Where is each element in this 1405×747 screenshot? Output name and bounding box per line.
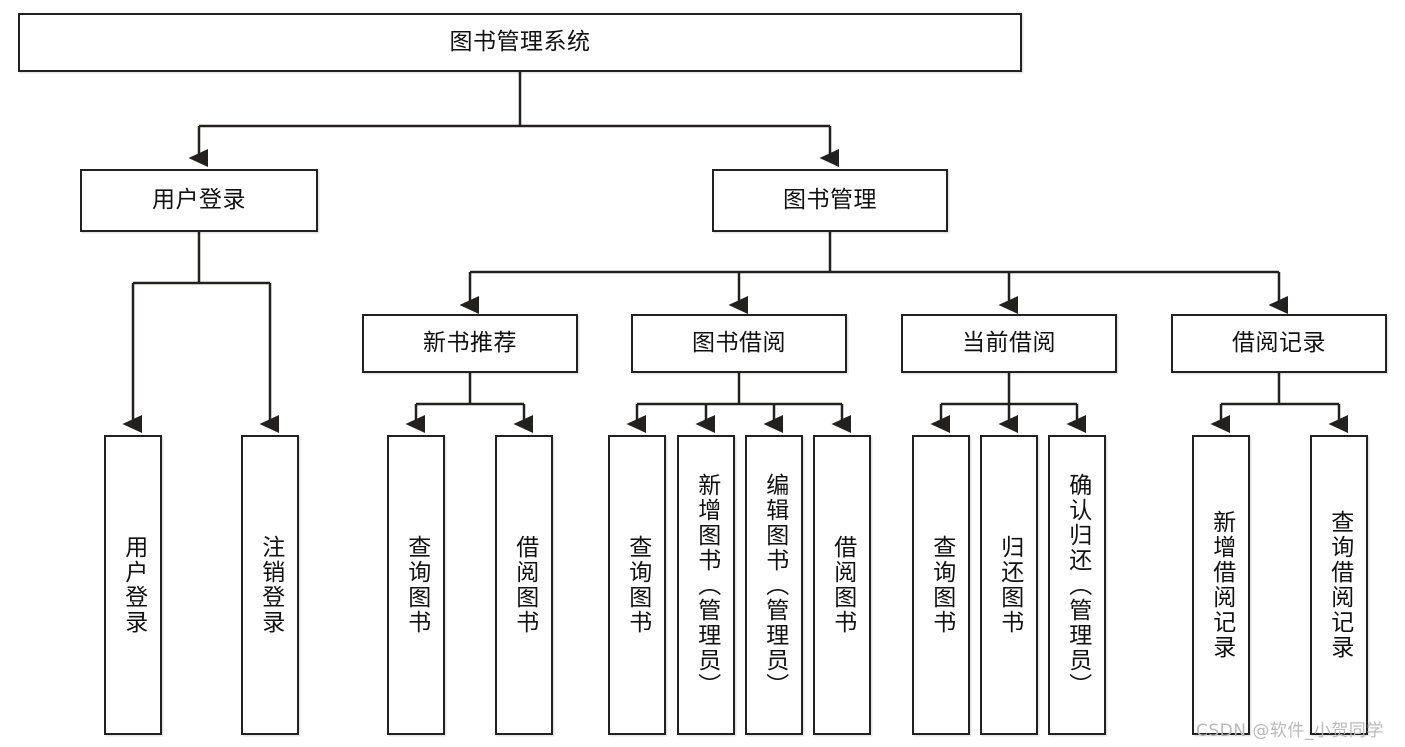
leaf-label: 新增图书（管理员） [693,472,720,698]
leaf-add-borrow-record[interactable]: 新增借阅记录 [1192,435,1250,735]
leaf-borrow-book[interactable]: 借阅图书 [813,435,871,735]
node-book-management[interactable]: 图书管理 [712,169,948,232]
leaf-label: 查询图书 [624,535,651,635]
node-book-borrowing[interactable]: 图书借阅 [631,314,847,373]
leaf-label: 借阅图书 [829,535,856,635]
leaf-query-book-current[interactable]: 查询图书 [912,435,970,735]
leaf-label: 确认归还（管理员） [1064,472,1091,698]
node-label: 图书借阅 [692,329,786,356]
leaf-label: 编辑图书（管理员） [761,472,788,698]
leaf-query-book-borrow[interactable]: 查询图书 [608,435,666,735]
leaf-query-book-new-rec[interactable]: 查询图书 [387,435,445,735]
node-borrowing-records[interactable]: 借阅记录 [1171,314,1387,373]
node-label: 图书管理 [783,186,877,213]
node-label: 当前借阅 [962,329,1056,356]
node-new-book-recommendation[interactable]: 新书推荐 [362,314,578,373]
leaf-label: 借阅图书 [511,535,538,635]
leaf-label: 新增借阅记录 [1208,510,1235,660]
leaf-label: 查询图书 [928,535,955,635]
leaf-label: 注销登录 [257,535,284,635]
leaf-add-book[interactable]: 新增图书（管理员） [677,435,735,735]
node-label: 用户登录 [152,186,246,213]
leaf-label: 归还图书 [996,535,1023,635]
node-book-management-system[interactable]: 图书管理系统 [18,13,1022,72]
node-user-login[interactable]: 用户登录 [80,169,318,232]
node-label: 新书推荐 [423,329,517,356]
node-label: 借阅记录 [1232,329,1326,356]
csdn-watermark: CSDN @软件_小贺同学 [1196,721,1384,741]
leaf-query-borrow-record[interactable]: 查询借阅记录 [1310,435,1368,735]
leaf-user-login[interactable]: 用户登录 [104,435,162,735]
node-current-borrowing[interactable]: 当前借阅 [901,314,1117,373]
leaf-edit-book[interactable]: 编辑图书（管理员） [745,435,803,735]
leaf-label: 查询借阅记录 [1326,510,1353,660]
leaf-label: 查询图书 [403,535,430,635]
node-label: 图书管理系统 [449,28,591,55]
leaf-label: 用户登录 [120,535,147,635]
leaf-borrow-book-new-rec[interactable]: 借阅图书 [495,435,553,735]
leaf-return-book[interactable]: 归还图书 [980,435,1038,735]
leaf-confirm-return[interactable]: 确认归还（管理员） [1048,435,1106,735]
leaf-logout[interactable]: 注销登录 [241,435,299,735]
